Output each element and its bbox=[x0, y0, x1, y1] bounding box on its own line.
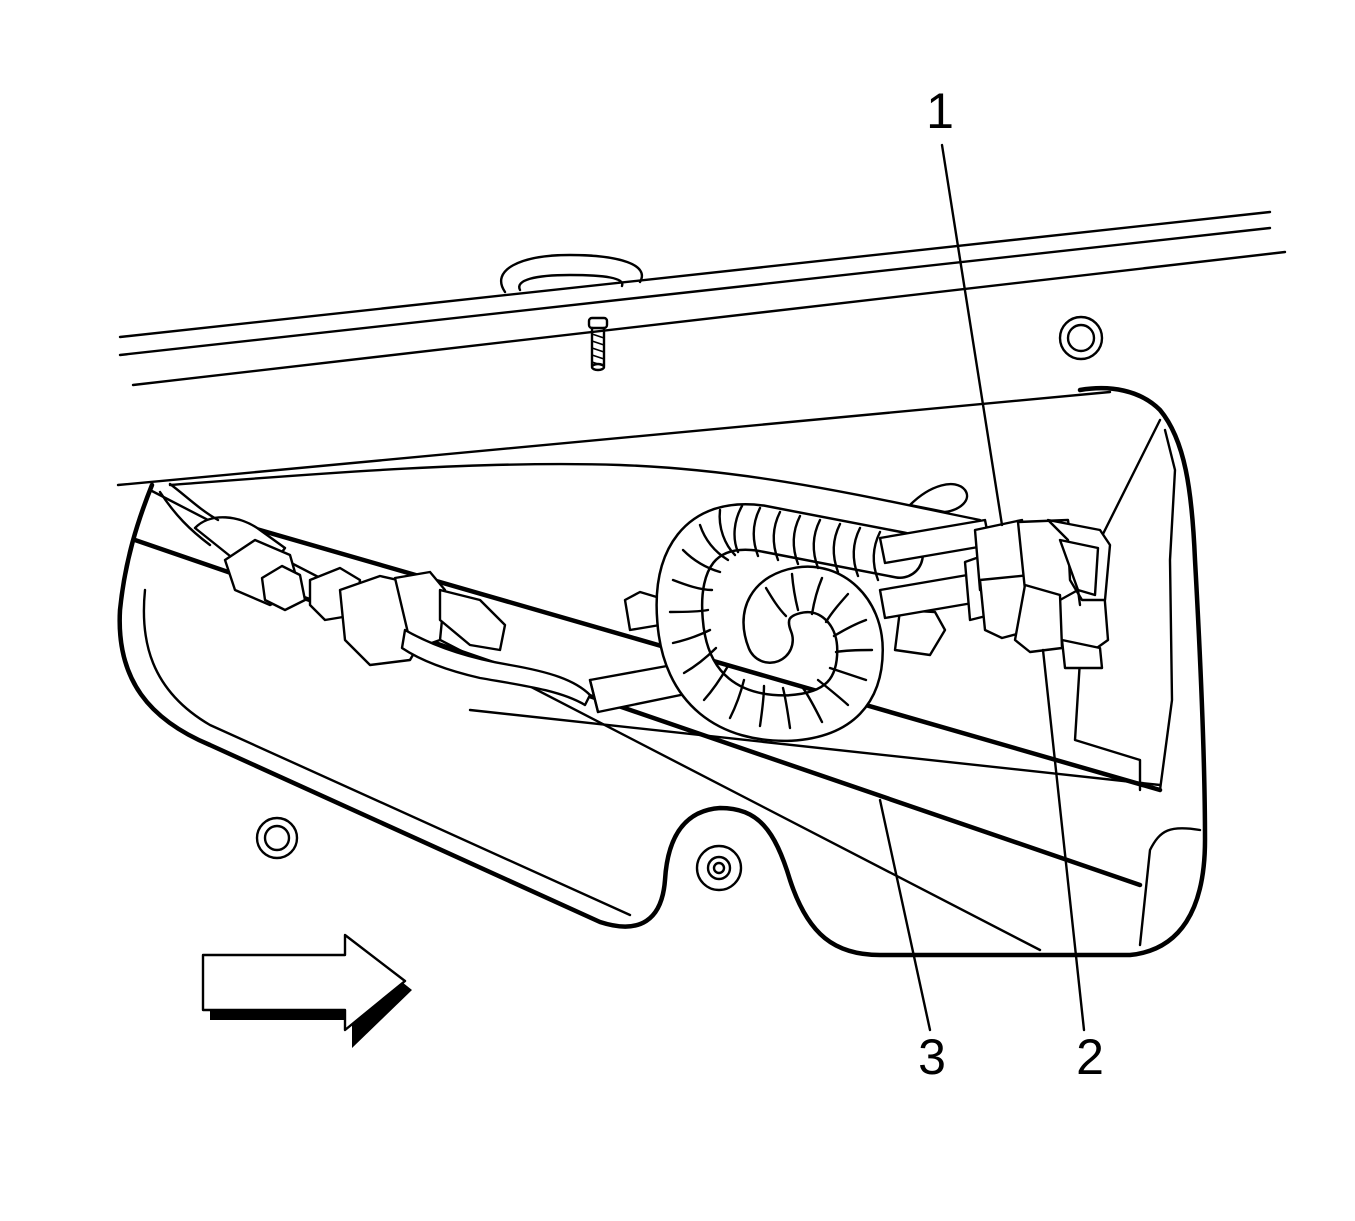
callout-1: 1 bbox=[926, 83, 954, 139]
coiled-wire-harness bbox=[655, 503, 924, 743]
mounting-hole-upper-right bbox=[1058, 315, 1104, 361]
mounting-hole-lower-center bbox=[695, 844, 743, 892]
retaining-screw bbox=[587, 316, 609, 372]
callout-3: 3 bbox=[918, 1029, 946, 1085]
harness-clip bbox=[623, 482, 969, 657]
mounting-holes bbox=[255, 315, 1104, 892]
electrical-connector bbox=[963, 518, 1112, 670]
callout-leaders bbox=[878, 143, 1086, 1032]
left-harness-connectors bbox=[158, 482, 592, 707]
leader-line-1 bbox=[940, 143, 1004, 527]
upper-trim-rail bbox=[116, 210, 1287, 487]
leader-line-2 bbox=[1041, 648, 1086, 1032]
leader-line-3 bbox=[878, 798, 932, 1032]
arrow-right-icon bbox=[201, 933, 412, 1048]
mounting-hole-lower-left bbox=[255, 816, 299, 860]
rail-grommet bbox=[499, 253, 643, 294]
callout-2: 2 bbox=[1076, 1029, 1104, 1085]
